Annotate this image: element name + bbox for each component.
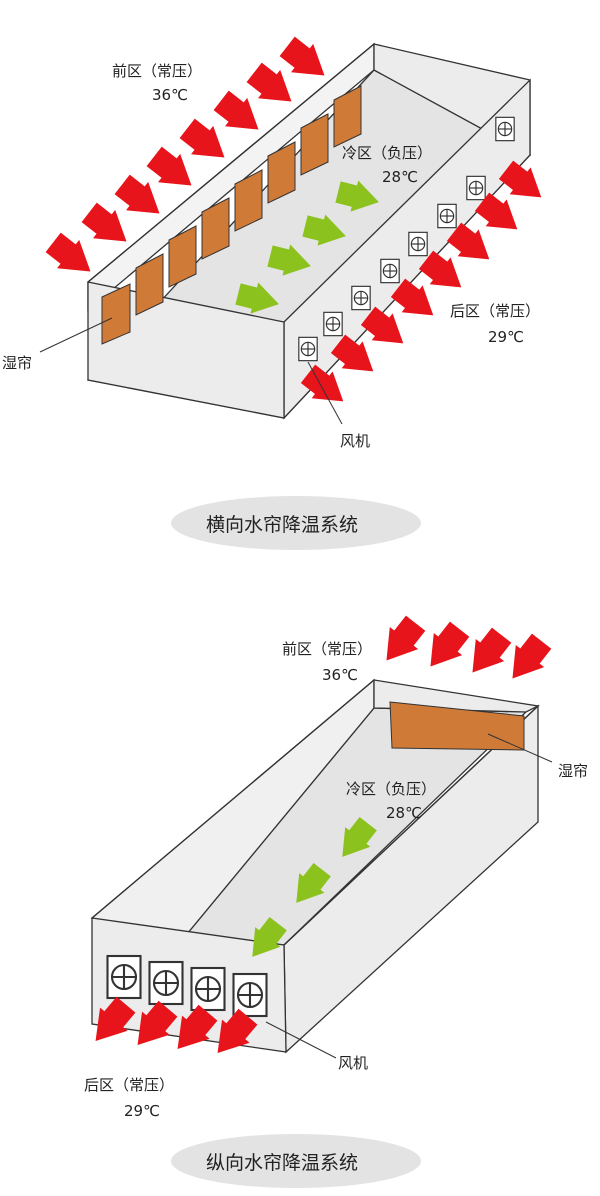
fan-label: 风机 — [338, 1054, 368, 1072]
front-zone-label: 前区（常压） — [112, 62, 202, 80]
rear-zone-label: 后区（常压） — [84, 1076, 174, 1094]
rear-zone-temp: 29℃ — [488, 328, 524, 346]
pad-callout-line — [487, 733, 553, 763]
red-arrow-icon — [210, 86, 270, 144]
fan-icon — [323, 311, 343, 337]
fan-icon — [351, 285, 371, 311]
fan-icon — [380, 258, 400, 284]
fan-icon — [437, 203, 457, 229]
fan-icon — [148, 960, 184, 1006]
cold-zone-temp: 28℃ — [382, 168, 418, 186]
house-far-end-wall — [373, 679, 541, 713]
rear-zone-label: 后区（常压） — [450, 302, 540, 320]
wet-pad — [333, 85, 362, 148]
wet-pad-label: 湿帘 — [2, 354, 32, 372]
cold-zone-label: 冷区（负压） — [342, 144, 432, 162]
longitudinal-diagram: 前区（常压） 36℃ 冷区（负压） 28℃ 后区（常压） 29℃ 湿帘 风机 纵… — [81, 612, 588, 1188]
red-arrow-icon — [416, 618, 474, 678]
red-arrow-icon — [372, 612, 430, 672]
fan-label: 风机 — [340, 432, 370, 450]
transverse-pads — [101, 85, 362, 345]
caption-background — [171, 496, 421, 550]
wet-pad — [267, 141, 296, 204]
transverse-diagram: 前区（常压） 36℃ 冷区（负压） 28℃ 后区（常压） 29℃ 湿帘 风机 横… — [2, 32, 552, 550]
red-arrow-icon — [42, 228, 102, 286]
fan-icon — [190, 966, 226, 1012]
front-zone-temp: 36℃ — [152, 86, 188, 104]
fan-icon — [466, 175, 486, 201]
transverse-house — [86, 42, 532, 420]
fan-icon — [106, 954, 142, 1000]
fan-callout-line — [307, 361, 343, 425]
front-zone-label: 前区（常压） — [282, 640, 372, 658]
cold-zone-temp: 28℃ — [386, 804, 422, 822]
longitudinal-hot-arrows-front — [372, 612, 556, 690]
diagram-caption: 横向水帘降温系统 — [206, 514, 358, 536]
wet-pad — [168, 225, 197, 288]
house-top-edge — [91, 679, 375, 919]
red-arrow-icon — [498, 630, 556, 690]
red-arrow-icon — [458, 624, 516, 684]
red-arrow-icon — [276, 32, 336, 90]
wet-pad — [201, 197, 230, 260]
fan-icon — [495, 116, 515, 142]
cold-zone-label: 冷区（负压） — [346, 780, 436, 798]
wet-pad — [234, 169, 263, 232]
red-arrow-icon — [143, 142, 203, 200]
red-arrow-icon — [176, 114, 236, 172]
fan-icon — [298, 336, 318, 362]
house-top-edge — [87, 43, 375, 283]
wet-pad — [135, 253, 164, 316]
fan-icon — [408, 231, 428, 257]
front-zone-temp: 36℃ — [322, 666, 358, 684]
diagram-caption: 纵向水帘降温系统 — [206, 1152, 358, 1174]
fan-callout-line — [265, 1021, 337, 1059]
wet-pad — [300, 113, 329, 176]
house-end-wall — [87, 281, 285, 419]
caption-background — [171, 1134, 421, 1188]
pad-callout-line — [39, 317, 113, 353]
wet-pad-label: 湿帘 — [558, 762, 588, 780]
rear-zone-temp: 29℃ — [124, 1102, 160, 1120]
wet-pad — [101, 283, 131, 345]
